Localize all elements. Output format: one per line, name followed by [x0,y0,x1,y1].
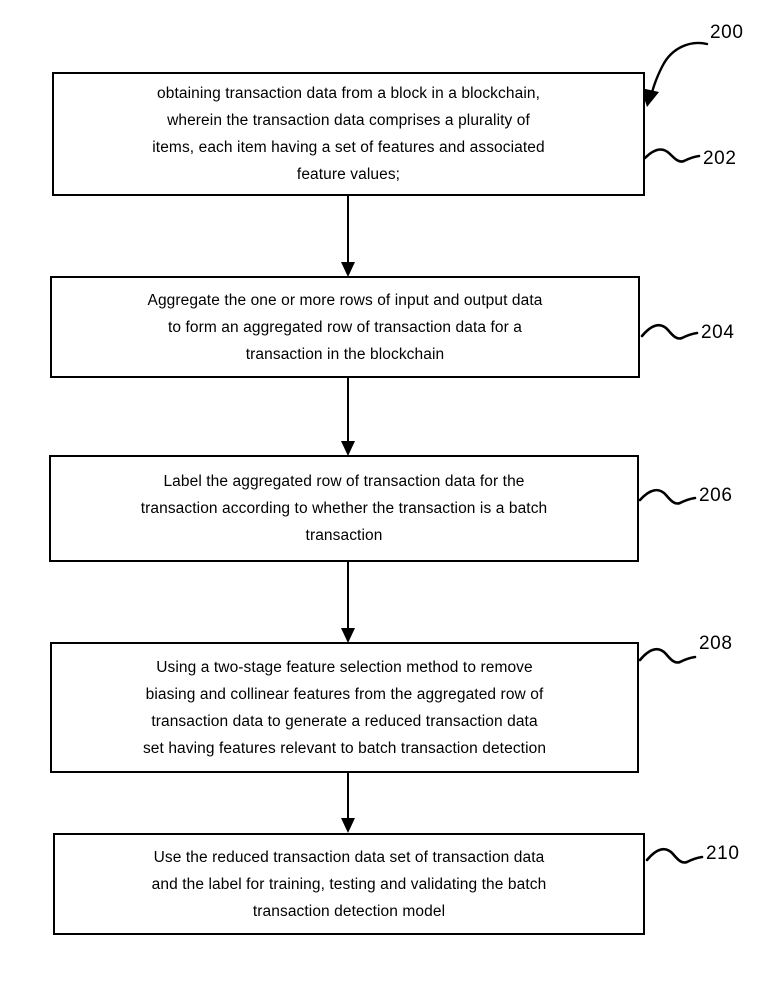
connector-arrow-202-to-204 [341,196,355,277]
connector-arrow-204-to-206 [341,378,355,456]
step-reference-210: 210 [706,843,740,864]
flow-step-text-210: Use the reduced transaction data set of … [151,848,547,920]
figure-reference-200: 200 [710,22,744,43]
figure-label-arrow-200 [641,41,709,107]
connector-arrow-208-to-210 [341,773,355,833]
leader-line-210 [645,847,704,864]
step-reference-204: 204 [701,322,735,343]
flow-step-text-206: Label the aggregated row of transaction … [140,473,548,544]
leader-line-204 [640,323,699,340]
flow-step-text-204: Aggregate the one or more rows of input … [147,291,543,363]
step-reference-208: 208 [699,633,733,654]
flow-step-box-204: Aggregate the one or more rows of input … [50,276,640,378]
leader-line-206 [638,488,697,505]
step-reference-202: 202 [703,148,737,169]
leader-line-202 [643,148,701,163]
flow-step-box-206: Label the aggregated row of transaction … [49,455,639,562]
step-reference-206: 206 [699,485,733,506]
flow-step-box-208: Using a two-stage feature selection meth… [50,642,639,773]
connector-arrow-206-to-208 [341,562,355,643]
flow-step-box-210: Use the reduced transaction data set of … [53,833,645,935]
flow-step-text-202: obtaining transaction data from a block … [152,85,545,183]
leader-line-208 [638,647,697,664]
flow-step-text-208: Using a two-stage feature selection meth… [142,658,547,757]
flow-step-box-202: obtaining transaction data from a block … [52,72,645,196]
